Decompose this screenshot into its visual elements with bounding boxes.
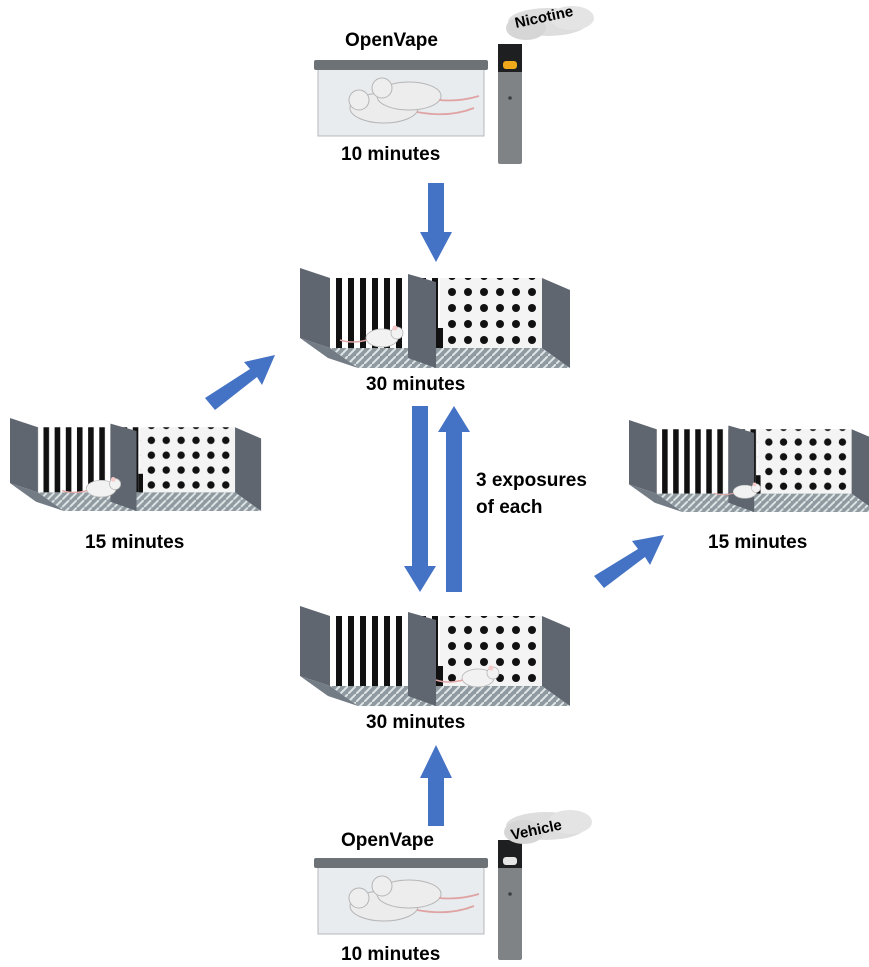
duration-label-top: 10 minutes bbox=[341, 144, 441, 165]
duration-label-left: 15 minutes bbox=[85, 532, 185, 553]
duration-label-bottom: 10 minutes bbox=[341, 944, 441, 965]
cpp-box-center-bottom bbox=[300, 606, 570, 706]
arrow-up-bottom bbox=[420, 745, 452, 826]
arrow-diagonal-left bbox=[205, 355, 275, 410]
cpp-box-center-top bbox=[300, 268, 570, 368]
vape-pen-top bbox=[498, 44, 522, 164]
cpp-box-right bbox=[629, 420, 869, 512]
cpp-box-left bbox=[10, 418, 262, 511]
duration-label-center-bottom: 30 minutes bbox=[366, 712, 466, 733]
duration-label-right: 15 minutes bbox=[708, 532, 808, 553]
vape-pen-bottom bbox=[498, 840, 522, 960]
cycle-note-line1: 3 exposures bbox=[476, 470, 587, 491]
arrow-down-top bbox=[420, 183, 452, 262]
arrow-diagonal-right bbox=[594, 535, 664, 588]
openvape-label-top: OpenVape bbox=[345, 30, 438, 51]
duration-label-center-top: 30 minutes bbox=[366, 374, 466, 395]
openvape-cage-top bbox=[313, 59, 489, 137]
arrow-up-middle bbox=[438, 406, 470, 592]
cycle-note-line2: of each bbox=[476, 497, 543, 518]
openvape-label-bottom: OpenVape bbox=[341, 830, 434, 851]
openvape-cage-bottom bbox=[313, 857, 489, 935]
arrow-down-middle bbox=[404, 406, 436, 592]
